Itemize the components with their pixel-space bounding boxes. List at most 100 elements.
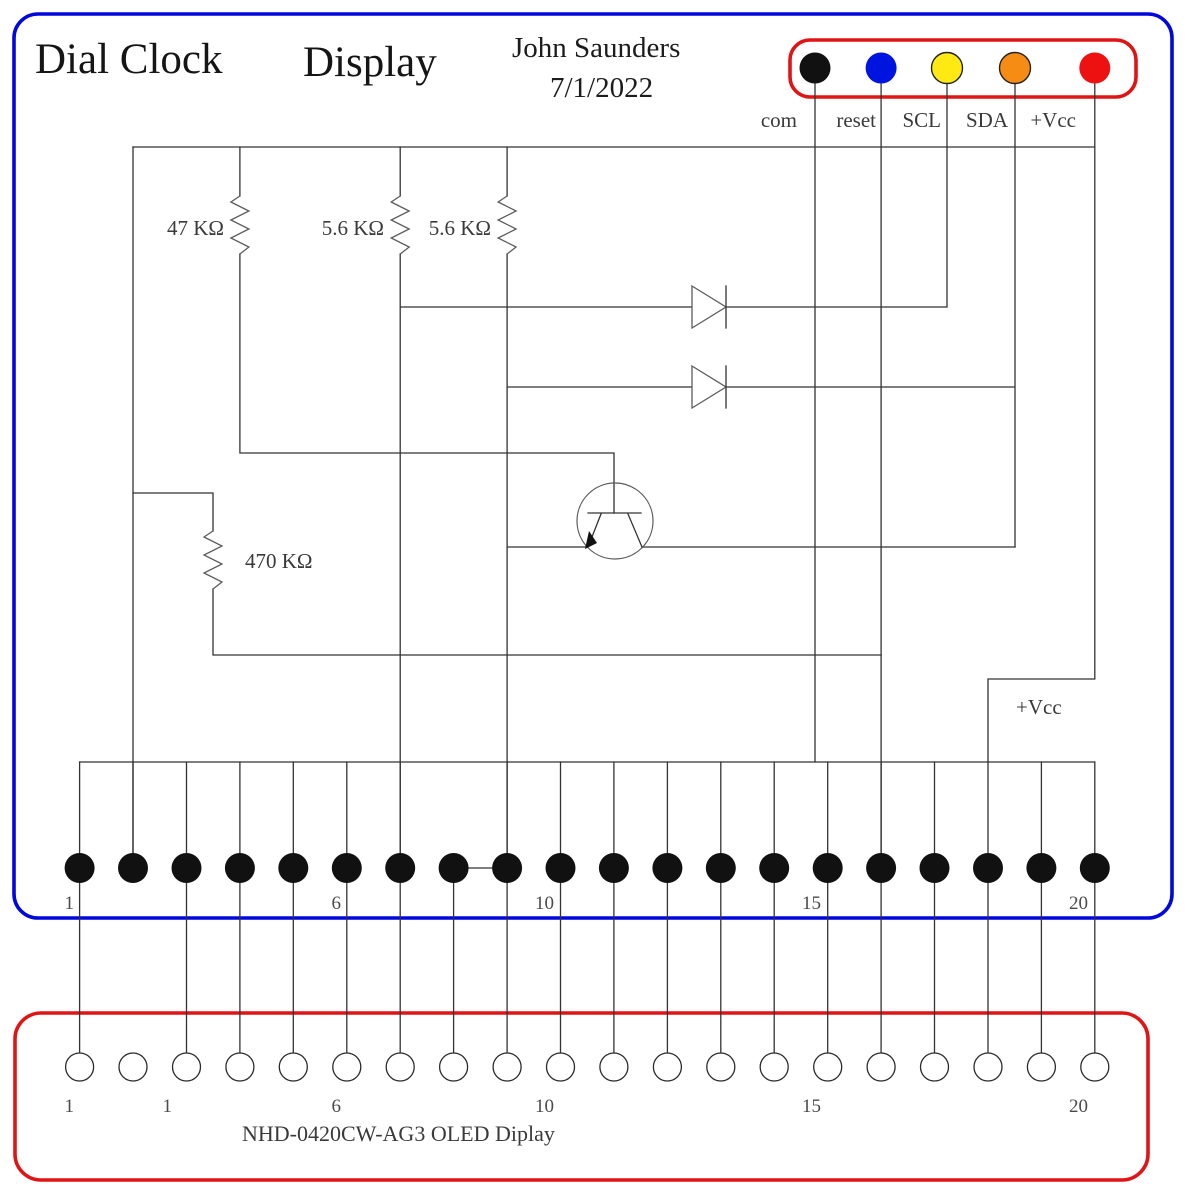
vcc-wire (987, 83, 1096, 763)
oled-pin (1026, 1052, 1057, 1082)
header-pins (64, 853, 1110, 883)
oled-pin (652, 1052, 683, 1082)
oled-pin (973, 1052, 1003, 1082)
scl-wire (399, 83, 948, 308)
sda-wire (506, 83, 1016, 548)
oled-pin (385, 1052, 415, 1082)
oled-pin (225, 1052, 255, 1082)
header-pin (973, 853, 1003, 883)
header-pin-labels: 1 6 10 15 20 (65, 893, 1089, 914)
header-pin (759, 853, 790, 883)
oled-pin (866, 1052, 896, 1082)
header-pin (118, 853, 148, 883)
oled-pin (438, 1052, 469, 1082)
oled-pin (171, 1052, 202, 1082)
reset-label: reset (836, 108, 876, 132)
header-pin (492, 853, 523, 883)
resistor-zigzag (229, 195, 251, 255)
transistor-body-circle (576, 482, 654, 560)
oled-connector-outline (13, 1011, 1150, 1182)
header-pin-number: 1 (65, 893, 75, 914)
connector-dot-vcc (1079, 52, 1111, 84)
vcc-label: +Vcc (1030, 108, 1076, 132)
header-pin (705, 853, 736, 883)
transistor-collector-line (627, 513, 643, 548)
resistor-470k-label: 470 KΩ (245, 549, 313, 573)
header-pin (278, 853, 309, 883)
oled-pin-number: 1 (65, 1096, 75, 1117)
oled-pin (1080, 1052, 1110, 1082)
oled-pin (492, 1052, 522, 1082)
header-pin (812, 853, 843, 883)
wires (78, 83, 1096, 1054)
resistor-5k6-b-label: 5.6 KΩ (429, 216, 491, 240)
diode-2 (691, 364, 728, 410)
header-pin (919, 853, 950, 883)
main-board-outline (12, 12, 1174, 920)
oled-pin-number: 10 (535, 1096, 554, 1117)
oled-pin (545, 1052, 576, 1082)
header-pin (866, 853, 897, 883)
com-label: com (761, 108, 797, 132)
connector-dot-scl (930, 51, 964, 85)
resistor-5k6-a-label: 5.6 KΩ (322, 216, 384, 240)
oled-pin (813, 1052, 843, 1082)
oled-pin-number: 6 (332, 1096, 342, 1117)
oled-pin (332, 1052, 362, 1082)
oled-pins (64, 1052, 1110, 1082)
header-pin (438, 853, 469, 883)
oled-pin-number: 20 (1069, 1096, 1088, 1117)
page-subtitle: Display (303, 39, 437, 86)
header-pin (385, 853, 416, 883)
resistor-zigzag (389, 195, 411, 255)
pin-to-oled-wires (78, 867, 1096, 1054)
header-pin (171, 853, 202, 883)
header-pin (1079, 853, 1110, 883)
header-pin (331, 853, 362, 883)
oled-pin (278, 1052, 308, 1082)
header-pin (545, 853, 576, 883)
oled-part-name: NHD-0420CW-AG3 OLED Diplay (242, 1121, 555, 1146)
r47k-branch-wire (239, 146, 615, 514)
resistor-47k: 47 KΩ (167, 195, 251, 255)
oled-pin-number: 15 (802, 1096, 821, 1117)
transistor-emitter-arrow (585, 531, 597, 549)
resistor-zigzag (496, 195, 518, 255)
header-pin-number: 10 (535, 893, 554, 914)
header-pin (1026, 853, 1057, 883)
header-pin-number: 15 (802, 893, 821, 914)
resistor-5k6-b: 5.6 KΩ (429, 195, 518, 255)
scl-label: SCL (902, 108, 941, 132)
vcc-feed-label: +Vcc (1016, 695, 1062, 719)
oled-pin (118, 1052, 148, 1082)
page-title: Dial Clock (35, 36, 223, 83)
resistor-470k: 470 KΩ (202, 530, 313, 590)
input-connector-labels: com reset SCL SDA +Vcc (761, 108, 1076, 132)
oled-pin (599, 1052, 629, 1082)
diode-1 (691, 284, 728, 330)
resistor-5k6-a: 5.6 KΩ (322, 195, 411, 255)
header-pin (598, 853, 629, 883)
oled-pin (919, 1052, 950, 1082)
diode-triangle (691, 364, 728, 410)
oled-pin (706, 1052, 736, 1082)
sda-label: SDA (966, 108, 1009, 132)
author-name: John Saunders (512, 32, 680, 64)
header-pin (652, 853, 683, 883)
header-pin (224, 853, 255, 883)
header-pin-number: 20 (1069, 893, 1088, 914)
connector-dot-sda (998, 51, 1032, 85)
header-pin-number: 6 (332, 893, 342, 914)
title-block: Dial Clock Display John Saunders 7/1/202… (35, 32, 680, 104)
connector-dot-com (799, 52, 831, 84)
connector-dot-reset (865, 52, 897, 84)
pin-stub-wires (78, 761, 1096, 869)
diode-triangle (691, 284, 728, 330)
oled-pin (759, 1052, 789, 1082)
oled-pin-number: 1 (163, 1096, 173, 1117)
r470k-branch-wire (132, 492, 882, 656)
input-connector-dots (799, 51, 1111, 85)
resistor-zigzag (202, 530, 224, 590)
